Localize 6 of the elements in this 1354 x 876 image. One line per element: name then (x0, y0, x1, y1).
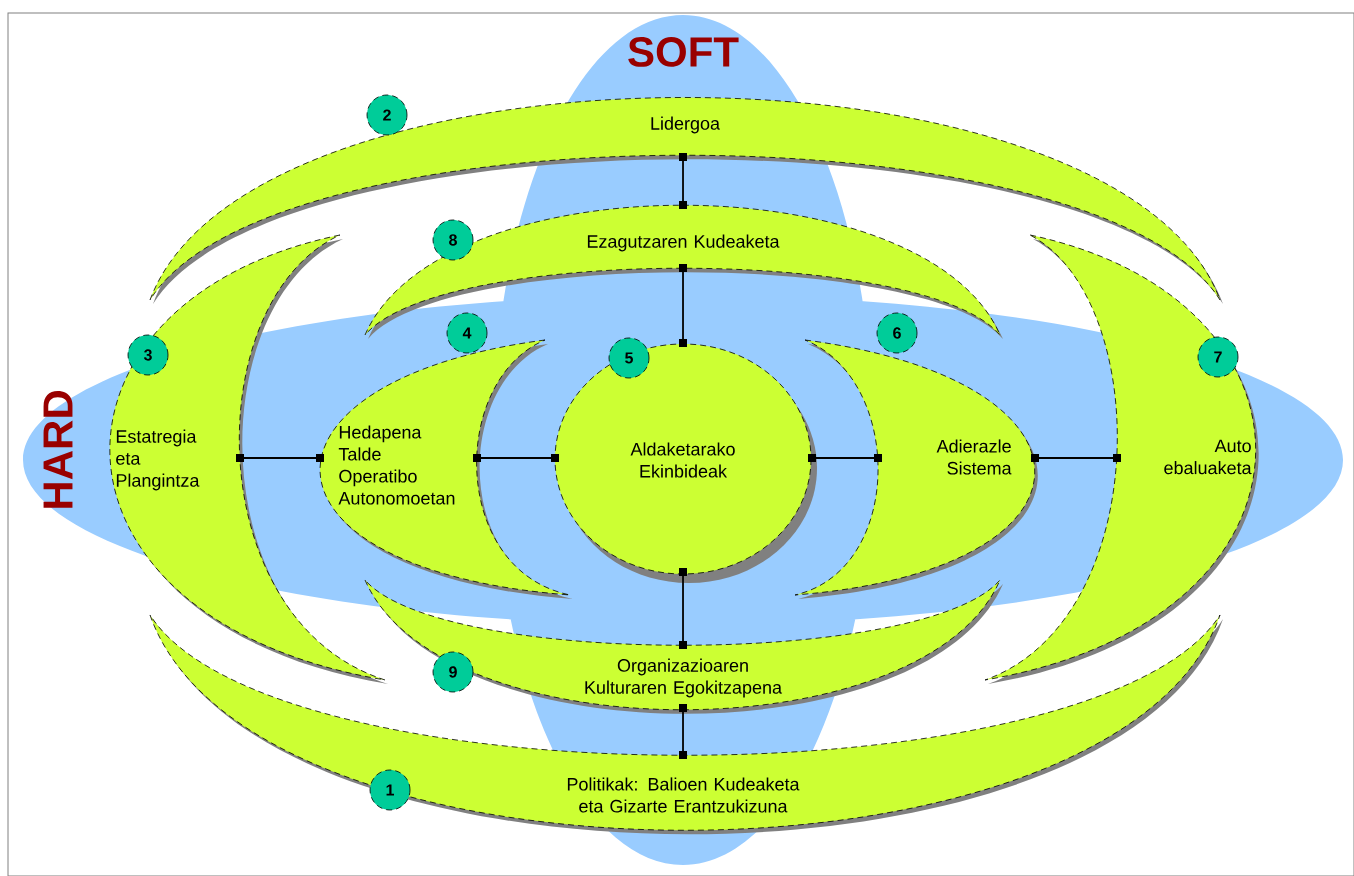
number-badge: 2 (366, 94, 408, 136)
number-badge: 5 (608, 337, 650, 379)
side-label: HARD (43, 391, 73, 508)
connector-line (473, 454, 559, 462)
connector-line (808, 454, 882, 462)
connector-line (679, 153, 687, 209)
